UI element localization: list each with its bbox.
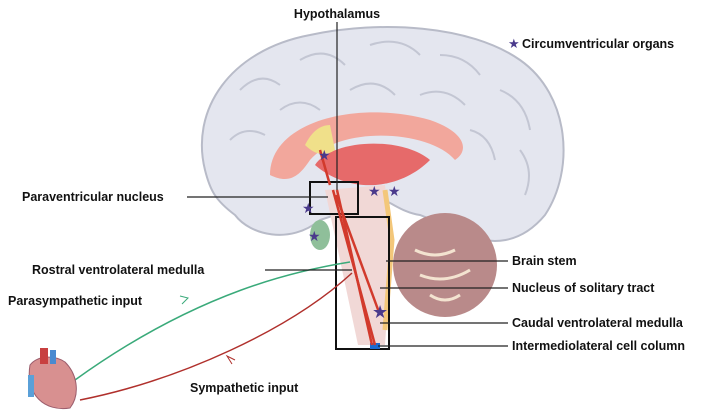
label-iml: Intermediolateral cell column	[512, 339, 685, 353]
heart-illustration	[28, 348, 77, 410]
svg-text:★: ★	[318, 147, 331, 163]
label-sympathetic: Sympathetic input	[190, 381, 299, 395]
svg-text:★: ★	[302, 200, 315, 216]
svg-text:★: ★	[372, 302, 388, 322]
cerebellum	[393, 213, 497, 317]
svg-text:★: ★	[368, 183, 381, 199]
label-nts: Nucleus of solitary tract	[512, 281, 655, 295]
parasympathetic-pathway	[74, 261, 351, 381]
brain-illustration	[200, 26, 565, 345]
label-cvlm: Caudal ventrolateral medulla	[512, 316, 684, 330]
label-circumventricular: Circumventricular organs	[522, 37, 674, 51]
arrow-icon	[225, 354, 236, 365]
label-rvlm: Rostral ventrolateral medulla	[32, 263, 205, 277]
label-paraventricular: Paraventricular nucleus	[22, 190, 164, 204]
hypothalamus-box	[309, 181, 359, 215]
label-parasympathetic: Parasympathetic input	[8, 294, 143, 308]
iml-marker	[370, 343, 380, 349]
arrow-icon	[179, 295, 189, 305]
svg-text:★: ★	[508, 36, 520, 51]
label-brain-stem: Brain stem	[512, 254, 577, 268]
label-hypothalamus: Hypothalamus	[294, 7, 380, 21]
star-icon: ★ ★ ★ ★ ★ ★ ★	[302, 36, 520, 322]
brainstem-box	[335, 216, 390, 350]
pituitary	[310, 220, 330, 250]
svg-text:★: ★	[388, 183, 401, 199]
svg-text:★: ★	[308, 228, 321, 244]
sympathetic-pathway	[79, 272, 353, 401]
